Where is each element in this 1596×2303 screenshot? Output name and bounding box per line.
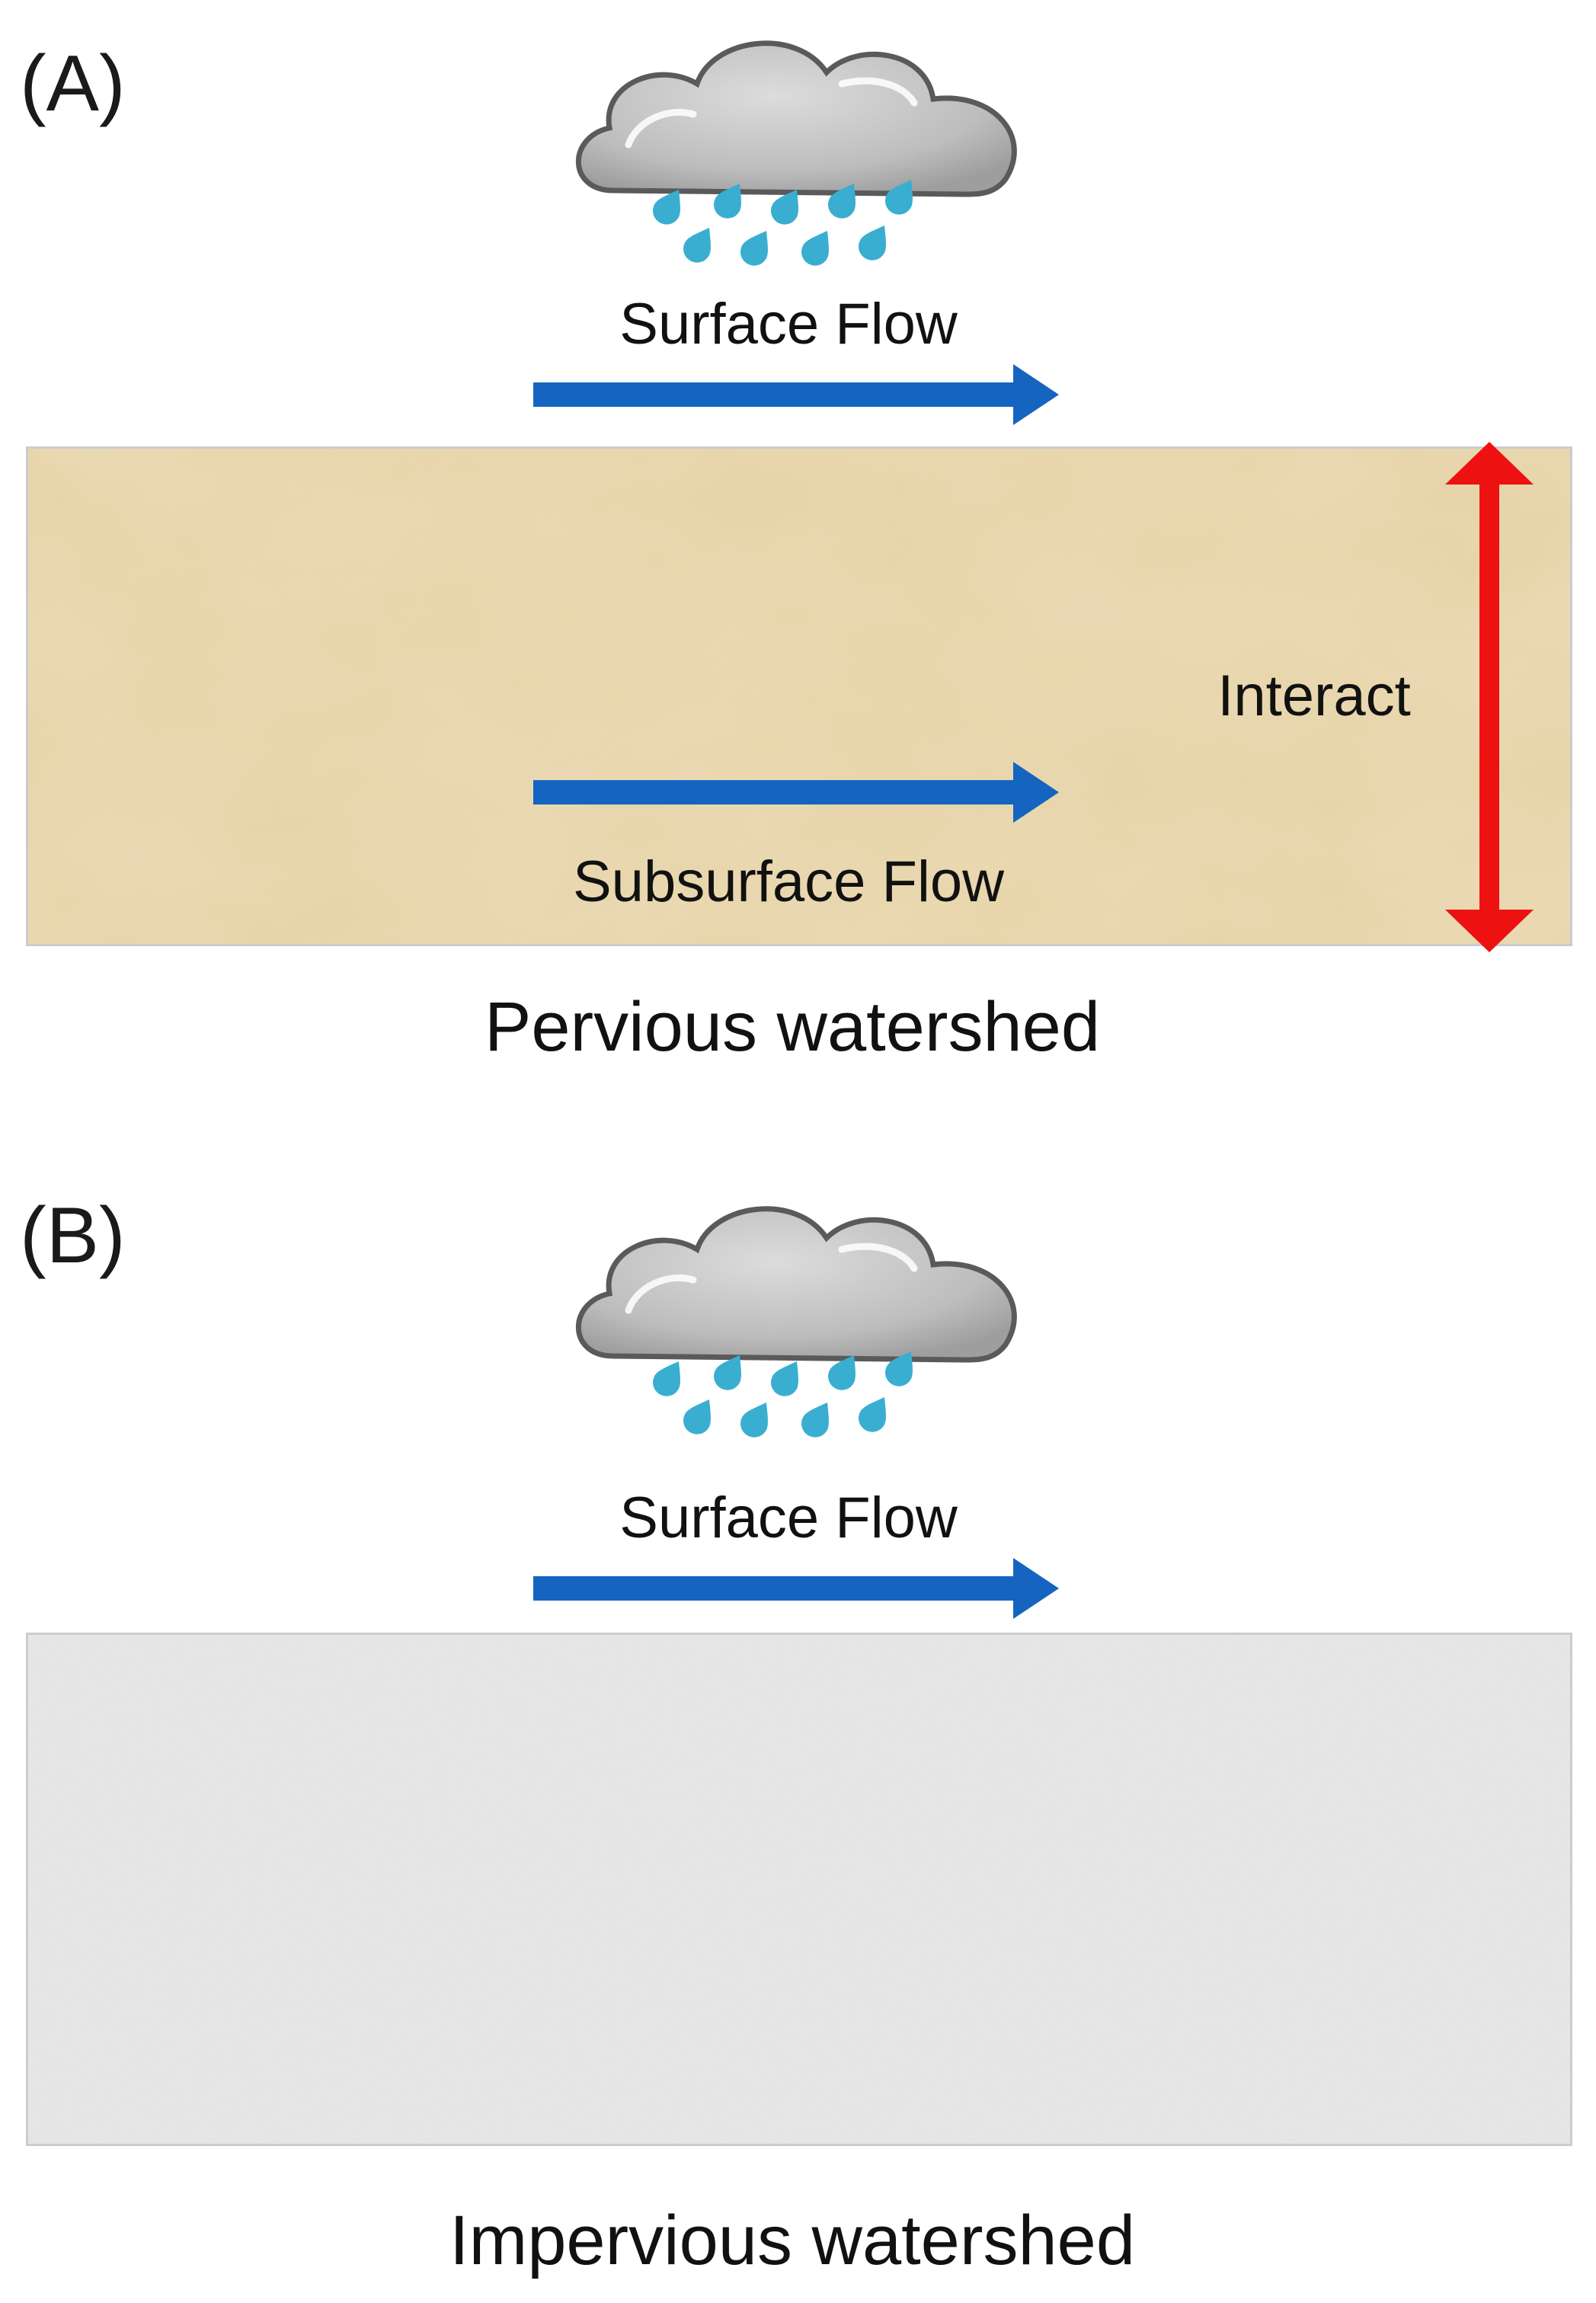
panel-a-label: (A) (20, 40, 126, 128)
subsurface-flow-arrow (533, 762, 1059, 823)
surface-flow-arrow-a (533, 364, 1059, 425)
surface-flow-label-b: Surface Flow (619, 1486, 958, 1550)
pervious-caption: Pervious watershed (485, 988, 1100, 1066)
double-arrow-vertical-icon (1445, 442, 1534, 952)
impervious-caption: Impervious watershed (449, 2202, 1135, 2279)
pervious-soil-layer (26, 446, 1572, 946)
cloud-icon (568, 1196, 1025, 1371)
raindrop-icon (648, 172, 923, 271)
surface-flow-label-a: Surface Flow (619, 292, 958, 357)
impervious-pavement-layer (26, 1633, 1572, 2146)
panel-b-label: (B) (20, 1191, 126, 1280)
raindrop-icon (648, 1344, 923, 1443)
subsurface-flow-label: Subsurface Flow (572, 849, 1005, 914)
surface-flow-arrow-b (533, 1558, 1059, 1619)
interact-label: Interact (1217, 664, 1411, 728)
